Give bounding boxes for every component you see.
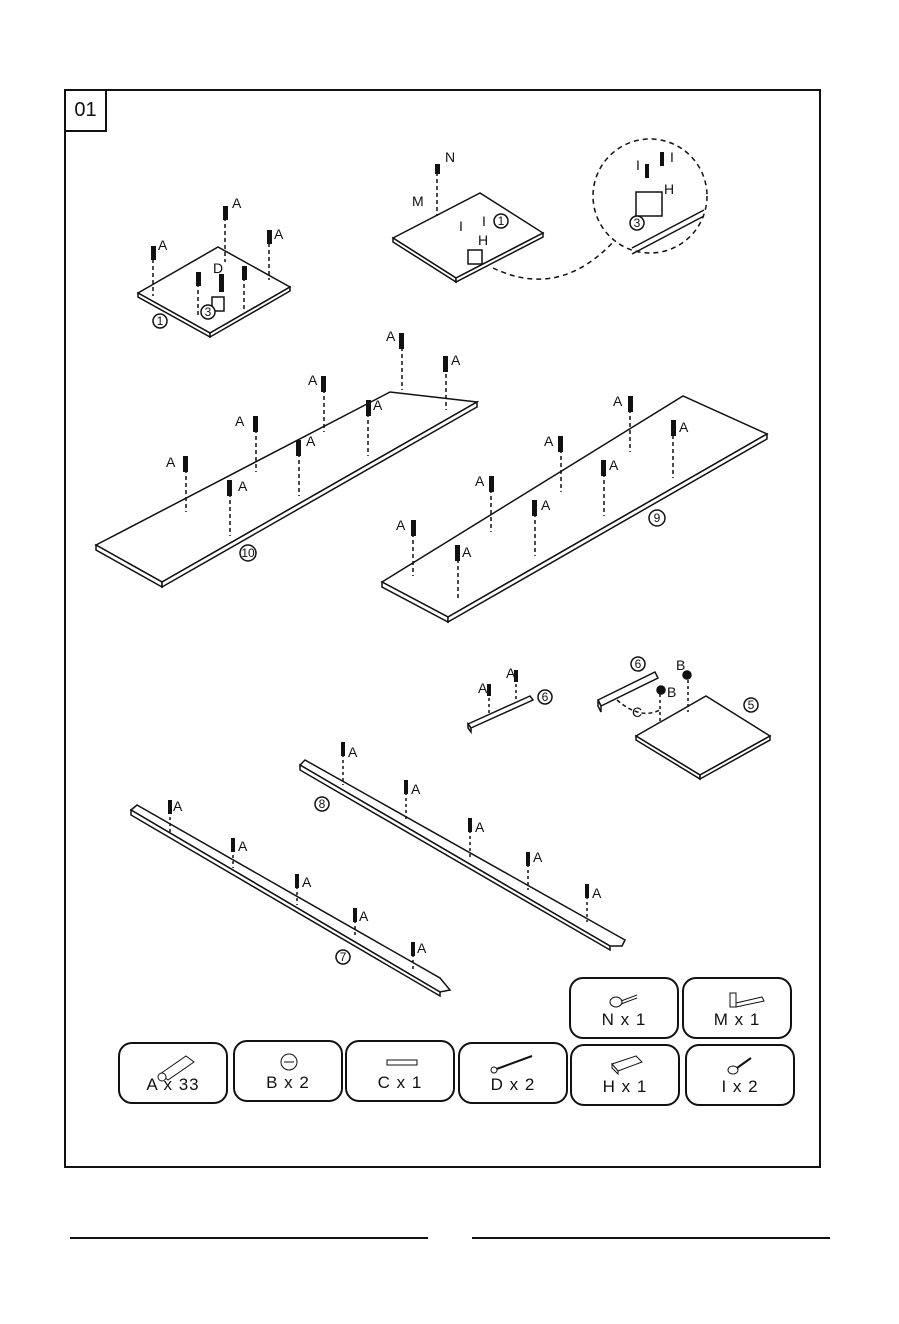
fitting-label-i: I xyxy=(636,157,640,173)
fitting-label-a: A xyxy=(306,433,316,449)
part-number-5: 5 xyxy=(748,698,755,712)
part-number-10: 10 xyxy=(241,546,255,560)
fitting-label-a: A xyxy=(359,908,369,924)
fitting-label-b: B xyxy=(667,684,676,700)
fitting-label-a: A xyxy=(386,328,396,344)
hardware-c: C x 1 xyxy=(345,1040,455,1102)
short-screw-icon xyxy=(728,1058,751,1074)
bracket-icon xyxy=(730,993,764,1007)
cam-lock-icon xyxy=(281,1054,297,1070)
footer-rule-right xyxy=(472,1237,830,1239)
fitting-label-a: A xyxy=(166,454,176,470)
hardware-label: A x 33 xyxy=(120,1075,226,1095)
fitting-label-a: A xyxy=(544,433,554,449)
fitting-label-a: A xyxy=(373,397,383,413)
fitting-label-a: A xyxy=(235,413,245,429)
fitting-label-i: I xyxy=(482,213,486,229)
part-number-1: 1 xyxy=(157,314,164,328)
part-number-7: 7 xyxy=(340,950,347,964)
fitting-label-a: A xyxy=(348,744,358,760)
hardware-label: M x 1 xyxy=(684,1010,790,1030)
fitting-label-a: A xyxy=(417,940,427,956)
hardware-n: N x 1 xyxy=(569,977,679,1039)
hardware-label: D x 2 xyxy=(460,1075,566,1095)
fitting-label-a: A xyxy=(238,478,248,494)
fitting-label-a: A xyxy=(541,497,551,513)
fitting-label-i: I xyxy=(670,149,674,165)
part-number-8: 8 xyxy=(319,797,326,811)
hardware-d: D x 2 xyxy=(458,1042,568,1104)
fitting-label-a: A xyxy=(232,195,242,211)
hinge-plate-icon xyxy=(612,1056,642,1074)
panel-10 xyxy=(96,340,477,587)
footer-rule-left xyxy=(70,1237,428,1239)
hardware-label: I x 2 xyxy=(687,1077,793,1097)
hardware-h: H x 1 xyxy=(570,1044,680,1106)
fitting-label-a: A xyxy=(679,419,689,435)
fitting-label-b: B xyxy=(676,657,685,673)
part-number-9: 9 xyxy=(654,511,661,525)
fitting-label-h: H xyxy=(478,232,488,248)
fitting-label-i: I xyxy=(459,218,463,234)
fitting-label-a: A xyxy=(609,457,619,473)
fitting-label-a: A xyxy=(274,226,284,242)
part-number-1: 1 xyxy=(498,214,505,228)
fitting-label-a: A xyxy=(158,237,168,253)
hardware-label: N x 1 xyxy=(571,1010,677,1030)
fitting-label-c: C xyxy=(632,704,642,720)
rail-7 xyxy=(131,805,450,996)
hardware-label: B x 2 xyxy=(235,1073,341,1093)
fitting-label-a: A xyxy=(173,798,183,814)
fitting-label-a: A xyxy=(302,874,312,890)
fitting-label-a: A xyxy=(592,885,602,901)
fitting-label-a: A xyxy=(506,665,516,681)
fitting-label-a: A xyxy=(475,819,485,835)
part-number-6: 6 xyxy=(635,657,642,671)
panel-1-top xyxy=(393,172,543,282)
hardware-a: A x 33 xyxy=(118,1042,228,1104)
fitting-label-d: D xyxy=(213,260,223,276)
part-number-6: 6 xyxy=(542,690,549,704)
fitting-label-a: A xyxy=(396,517,406,533)
panel-9 xyxy=(382,396,767,622)
fitting-label-a: A xyxy=(613,393,623,409)
long-screw-icon xyxy=(491,1056,532,1073)
fitting-label-a: A xyxy=(238,838,248,854)
hardware-b: B x 2 xyxy=(233,1040,343,1102)
fitting-label-h: H xyxy=(664,181,674,197)
detail-circle xyxy=(493,139,707,279)
hardware-label: H x 1 xyxy=(572,1077,678,1097)
hardware-label: C x 1 xyxy=(347,1073,453,1093)
fitting-label-a: A xyxy=(462,544,472,560)
panel-5-assembly xyxy=(598,657,770,779)
rail-8 xyxy=(300,748,625,950)
fitting-label-n: N xyxy=(445,149,455,165)
fitting-label-a: A xyxy=(475,473,485,489)
part-number-3: 3 xyxy=(634,216,641,230)
fitting-label-m: M xyxy=(412,193,424,209)
hardware-m: M x 1 xyxy=(682,977,792,1039)
fitting-label-a: A xyxy=(533,849,543,865)
fitting-label-a: A xyxy=(451,352,461,368)
fitting-label-a: A xyxy=(411,781,421,797)
fitting-label-a: A xyxy=(478,680,488,696)
screw-icon xyxy=(610,995,637,1007)
fitting-label-a: A xyxy=(308,372,318,388)
hardware-i: I x 2 xyxy=(685,1044,795,1106)
part-number-3: 3 xyxy=(205,305,212,319)
dowel-icon xyxy=(387,1060,417,1065)
